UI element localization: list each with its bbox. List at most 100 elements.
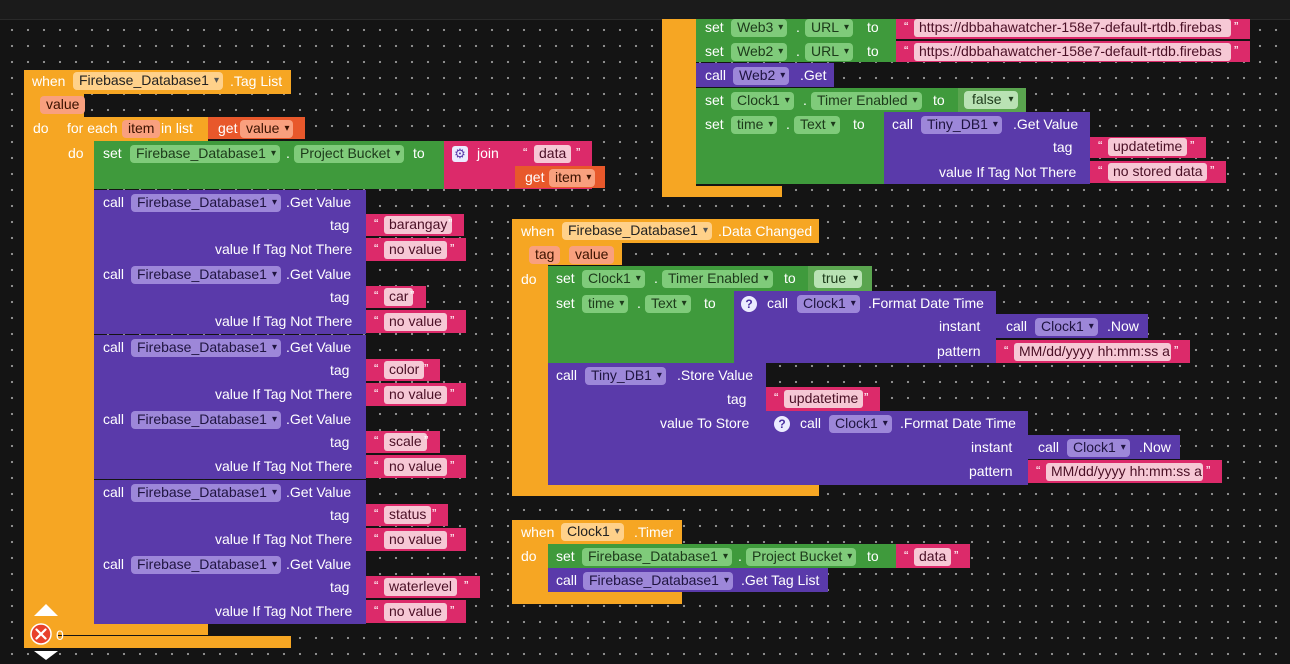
url-text[interactable]: https://dbbahawatcher-158e7-default-rtdb… [914, 19, 1231, 37]
set-keyword: set [705, 43, 724, 59]
set-keyword: set [705, 92, 724, 108]
close-quote: ” [450, 241, 455, 256]
component-dropdown[interactable]: Firebase_Database1 [562, 222, 712, 240]
open-quote: “ [523, 145, 528, 160]
set-component-dropdown[interactable]: Clock1 [731, 92, 794, 110]
close-quote: ” [450, 531, 455, 546]
call-component-dropdown[interactable]: Tiny_DB1 [585, 367, 666, 385]
set-keyword: set [705, 19, 724, 35]
call-component-dropdown[interactable]: Firebase_Database1 [131, 411, 281, 429]
loop-variable[interactable]: item [122, 120, 161, 138]
tag-text[interactable]: barangay [384, 216, 453, 234]
set-time-text-block[interactable] [696, 112, 884, 184]
set-property-dropdown[interactable]: Project Bucket [746, 548, 857, 566]
help-icon[interactable]: ? [741, 296, 757, 312]
set-component-dropdown[interactable]: Web3 [731, 19, 788, 37]
set-component-dropdown[interactable]: Web2 [731, 43, 788, 61]
tag-text[interactable]: status [384, 506, 432, 524]
set-component-dropdown[interactable]: time [582, 295, 629, 313]
get-keyword: get [218, 120, 238, 136]
call-component-dropdown[interactable]: Firebase_Database1 [583, 572, 733, 590]
component-dropdown[interactable]: Clock1 [561, 523, 624, 541]
tag-text[interactable]: scale [384, 433, 427, 451]
do-keyword-loop: do [68, 145, 84, 161]
component-dropdown[interactable]: Firebase_Database1 [73, 72, 223, 90]
tag-text[interactable]: color [384, 361, 425, 379]
call-clock-format-block[interactable] [734, 291, 996, 363]
set-property-dropdown[interactable]: Text [794, 116, 840, 134]
set-property-dropdown[interactable]: Timer Enabled [662, 270, 773, 288]
call-clock-format-block[interactable] [766, 411, 1028, 485]
default-text[interactable]: no value [384, 531, 447, 549]
event-param-tag[interactable]: tag [529, 246, 561, 264]
to-keyword: to [413, 145, 425, 161]
call-component-dropdown[interactable]: Clock1 [1035, 318, 1098, 336]
join-text[interactable]: data [534, 145, 572, 163]
default-text[interactable]: no value [384, 603, 447, 621]
set-property-dropdown[interactable]: URL [805, 43, 854, 61]
set-property-dropdown[interactable]: Timer Enabled [811, 92, 922, 110]
call-component-dropdown[interactable]: Firebase_Database1 [131, 266, 281, 284]
set-property-dropdown[interactable]: URL [805, 19, 854, 37]
set-value-text[interactable]: data [914, 548, 952, 566]
event-footer [512, 485, 819, 496]
event-param-value[interactable]: value [569, 246, 615, 264]
set-component-dropdown[interactable]: Firebase_Database1 [130, 145, 280, 163]
call-component-dropdown[interactable]: Web2 [733, 67, 790, 85]
tinydb-tag-text[interactable]: updatetime [1108, 138, 1188, 156]
logic-false-dropdown[interactable]: false [964, 91, 1018, 109]
do-keyword: do [33, 120, 49, 136]
warning-toggle-up-icon[interactable] [33, 603, 59, 620]
default-text[interactable]: no value [384, 241, 447, 259]
set-property-dropdown[interactable]: Project Bucket [294, 145, 405, 163]
tinydb-default-text[interactable]: no stored data [1108, 163, 1207, 181]
open-quote: “ [374, 458, 379, 473]
open-quote: “ [904, 19, 909, 34]
get-item-dropdown[interactable]: item [549, 169, 596, 187]
set-time-text-block[interactable] [548, 291, 734, 363]
gear-icon[interactable]: ⚙ [452, 146, 468, 162]
tag-text[interactable]: waterlevel [384, 578, 458, 596]
inlist-keyword: in list [161, 120, 193, 136]
to-keyword: to [867, 19, 879, 35]
open-quote: “ [1004, 343, 1009, 358]
call-component-dropdown[interactable]: Clock1 [797, 295, 860, 313]
call-component-dropdown[interactable]: Firebase_Database1 [131, 556, 281, 574]
workspace-top-bar [0, 0, 1290, 20]
warning-toggle-down-icon[interactable] [33, 648, 59, 664]
call-component-dropdown[interactable]: Firebase_Database1 [131, 194, 281, 212]
event-param-value[interactable]: value [40, 96, 86, 114]
error-indicator-icon[interactable] [30, 623, 52, 648]
set-component-dropdown[interactable]: time [731, 116, 778, 134]
method-name: .Now [1107, 318, 1139, 334]
dot: . [654, 270, 658, 286]
open-quote: “ [1098, 138, 1103, 153]
tag-label: tag [330, 507, 350, 523]
url-text[interactable]: https://dbbahawatcher-158e7-default-rtdb… [914, 43, 1231, 61]
call-component-dropdown[interactable]: Tiny_DB1 [921, 116, 1002, 134]
set-property-dropdown[interactable]: Text [645, 295, 691, 313]
default-text[interactable]: no value [384, 386, 447, 404]
value-if-label: value If Tag Not There [215, 313, 353, 329]
default-text[interactable]: no value [384, 458, 447, 476]
set-component-dropdown[interactable]: Clock1 [582, 270, 645, 288]
help-icon[interactable]: ? [774, 416, 790, 432]
event-footer [512, 592, 682, 604]
store-tag-text[interactable]: updatetime [784, 390, 864, 408]
set-component-dropdown[interactable]: Firebase_Database1 [582, 548, 732, 566]
default-text[interactable]: no value [384, 313, 447, 331]
foreach-arm [58, 141, 94, 628]
tag-text[interactable]: car [384, 288, 414, 306]
get-variable-dropdown[interactable]: value [240, 120, 294, 138]
call-component-dropdown[interactable]: Firebase_Database1 [131, 484, 281, 502]
method-name: .Get [800, 67, 827, 83]
call-component-dropdown[interactable]: Clock1 [829, 415, 892, 433]
pattern-text[interactable]: MM/dd/yyyy hh:mm:ss a [1014, 343, 1171, 361]
call-keyword: call [705, 67, 727, 83]
logic-true-dropdown[interactable]: true [814, 270, 863, 288]
close-quote: ” [448, 216, 453, 231]
close-quote: ” [1190, 138, 1195, 153]
call-component-dropdown[interactable]: Clock1 [1067, 439, 1130, 457]
call-component-dropdown[interactable]: Firebase_Database1 [131, 339, 281, 357]
pattern-text[interactable]: MM/dd/yyyy hh:mm:ss a [1046, 463, 1203, 481]
